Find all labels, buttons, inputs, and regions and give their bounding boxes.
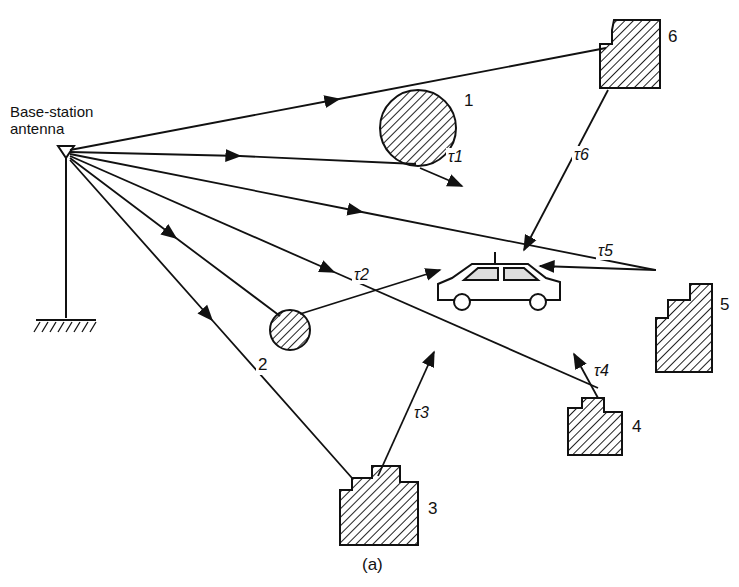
callout-number: 3 [426, 500, 439, 519]
car [438, 252, 560, 310]
building [600, 20, 660, 88]
base-station-antenna [34, 146, 96, 332]
scatterer-circle [270, 310, 310, 350]
figure-caption: (a) [360, 556, 385, 575]
callout-number: 4 [630, 418, 643, 437]
delay-label: τ3 [412, 404, 431, 422]
callout-number: 5 [718, 296, 731, 315]
callout-number: 1 [462, 92, 475, 111]
callout-number: 2 [256, 356, 269, 375]
delayed-path [300, 90, 656, 476]
delay-label: τ6 [572, 146, 591, 164]
callout-number: 6 [666, 28, 679, 47]
building [568, 398, 622, 455]
ray [70, 48, 655, 478]
antenna-label: Base-station antenna [8, 104, 108, 137]
delay-label: τ5 [596, 242, 615, 260]
delay-label: τ2 [352, 266, 371, 284]
delay-label: τ4 [592, 362, 611, 380]
delay-label: τ1 [446, 148, 465, 166]
building [656, 284, 712, 372]
scatterer-circle [380, 90, 456, 166]
